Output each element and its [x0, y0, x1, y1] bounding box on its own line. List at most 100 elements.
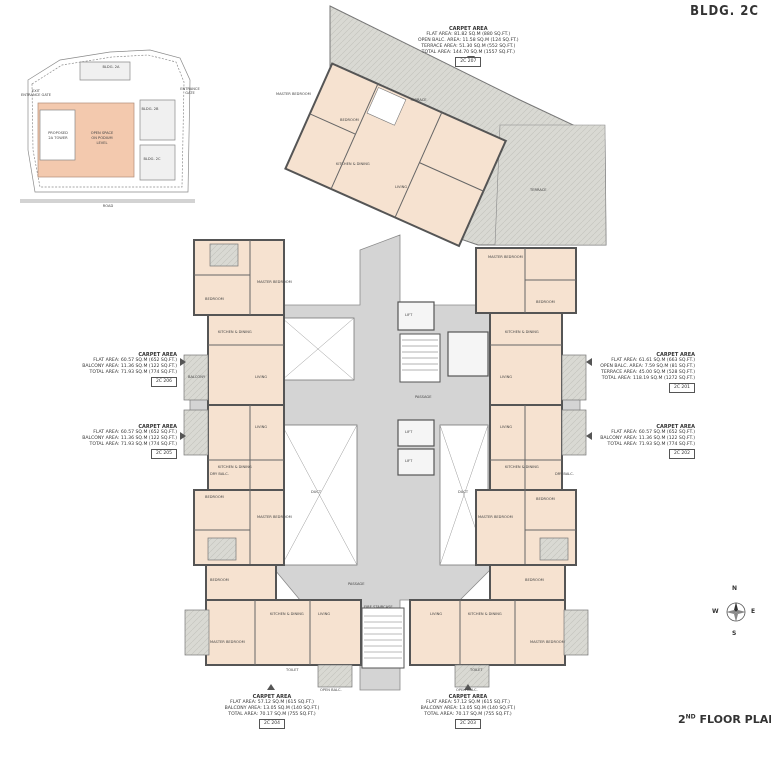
area-line: FLAT AREA: 61.61 SQ.M (663 SQ.FT.)	[611, 358, 695, 363]
area-line: OPEN BALC. AREA: 7.59 SQ.M (81 SQ.FT.)	[600, 364, 695, 369]
unit-id-tag: 2C 205	[150, 449, 177, 459]
key-label-open-space-3: LEVEL	[96, 141, 107, 145]
duct-label: DUCT	[311, 490, 322, 494]
room-label: MASTER BEDROOM	[478, 515, 513, 519]
passage-label: PASSAGE	[415, 395, 432, 399]
unit-id-tag: 2C 204	[258, 719, 286, 729]
room-label: TOILET	[286, 668, 299, 672]
area-header: CARPET AREA	[656, 424, 695, 430]
key-label-entrance-gate: ENTRANCE GATE	[21, 93, 52, 97]
flat-2c-206	[193, 239, 285, 406]
area-line: TOTAL AREA: 71.93 SQ.M (774 SQ.FT.)	[607, 442, 695, 447]
unit-id-tag: 2C 207	[455, 57, 482, 67]
floor-ordinal-suffix: ND	[685, 713, 696, 721]
room-label: BALCONY	[188, 375, 206, 379]
room-label: OPEN BALC.	[320, 688, 342, 692]
room-label: MASTER BEDROOM	[276, 92, 311, 96]
area-line: BALCONY AREA: 11.36 SQ.M (122 SQ.FT.)	[82, 364, 177, 369]
area-header: CARPET AREA	[656, 352, 695, 358]
floor-plan-text: FLOOR PLAN	[699, 713, 771, 726]
key-label-gate: GATE	[185, 91, 195, 95]
room-label: LIVING	[318, 612, 331, 616]
area-line: FLAT AREA: 57.12 SQ.M (615 SQ.FT.)	[426, 700, 510, 705]
area-header: CARPET AREA	[138, 352, 177, 358]
duct-label: DUCT	[458, 490, 469, 494]
flat-2c-204	[205, 564, 362, 666]
room-label: MASTER BEDROOM	[530, 640, 565, 644]
area-line: FLAT AREA: 60.57 SQ.M (652 SQ.FT.)	[93, 430, 177, 435]
room-label: TERRACE	[530, 188, 547, 192]
compass-n-label: N	[732, 585, 738, 592]
flat-2c-205	[193, 404, 285, 566]
room-label: LIVING	[255, 425, 268, 429]
room-label: MASTER BEDROOM	[257, 515, 292, 519]
room-label: OPEN BALC.	[456, 688, 478, 692]
area-header: CARPET AREA	[448, 26, 488, 32]
area-header: CARPET AREA	[448, 694, 488, 700]
key-plan	[20, 49, 195, 203]
room-label: TOILET	[470, 668, 483, 672]
area-line: TOTAL AREA: 71.93 SQ.M (774 SQ.FT.)	[89, 442, 177, 447]
right-balconies	[539, 354, 587, 561]
room-label: LIVING	[255, 375, 268, 379]
area-line: FLAT AREA: 57.12 SQ.M (615 SQ.FT.)	[230, 700, 314, 705]
room-label: KITCHEN & DINING	[270, 612, 304, 616]
compass	[726, 602, 746, 622]
room-label: DRY BALC.	[210, 472, 229, 476]
key-label-proposed-2: 2A TOWER	[48, 136, 68, 140]
floor-plan-title: 2ND FLOOR PLAN	[678, 713, 771, 726]
room-label: KITCHEN & DINING	[218, 330, 252, 334]
room-label: BEDROOM	[525, 578, 544, 582]
room-label: KITCHEN & DINING	[468, 612, 502, 616]
room-label: LIVING	[395, 185, 408, 189]
key-label-entrance: ENTRANCE	[180, 87, 200, 91]
room-label: MASTER BEDROOM	[257, 280, 292, 284]
lift-label: LIFT	[405, 430, 413, 434]
area-line: TOTAL AREA: 144.70 SQ.M (1557 SQ.FT.)	[421, 50, 515, 55]
flat-2c-201	[475, 247, 577, 406]
area-header: CARPET AREA	[138, 424, 177, 430]
compass-s-label: S	[732, 630, 737, 637]
area-header: CARPET AREA	[252, 694, 292, 700]
passage-label: PASSAGE	[348, 582, 365, 586]
room-label: DRY BALC.	[555, 472, 574, 476]
area-line: OPEN BALC. AREA: 11.58 SQ.M (124 SQ.FT.)	[418, 38, 519, 43]
room-label: LIVING	[500, 425, 513, 429]
room-label: BEDROOM	[536, 300, 555, 304]
flat-2c-207	[284, 62, 508, 248]
room-label: KITCHEN & DINING	[505, 465, 539, 469]
key-label-open-space-1: OPEN SPACE	[91, 131, 114, 135]
area-box-2c-205: CARPET AREA FLAT AREA: 60.57 SQ.M (652 S…	[79, 424, 177, 459]
area-line: TERRACE AREA: 51.30 SQ.M (552 SQ.FT.)	[421, 44, 516, 49]
area-line: BALCONY AREA: 13.05 SQ.M (140 SQ.FT.)	[224, 706, 320, 711]
room-label: KITCHEN & DINING	[336, 162, 370, 166]
flat-2c-203	[409, 564, 566, 666]
floor-ordinal: 2	[678, 713, 686, 726]
lift-label: LIFT	[405, 459, 413, 463]
fire-staircase-label: FIRE STAIRCASE	[364, 605, 393, 609]
compass-w-label: W	[712, 608, 719, 615]
key-plan-labels: BLDG. 2A BLDG. 2B BLDG. 2C PROPOSED 2A T…	[21, 65, 200, 208]
room-label: KITCHEN & DINING	[218, 465, 252, 469]
unit-id-tag: 2C 206	[150, 377, 177, 387]
unit-id-tag: 2C 201	[668, 383, 695, 393]
area-box-2c-201: CARPET AREA FLAT AREA: 61.61 SQ.M (663 S…	[597, 352, 695, 393]
building-label: BLDG. 2C	[690, 4, 759, 19]
room-label: TERRACE	[410, 98, 427, 102]
area-line: TOTAL AREA: 71.93 SQ.M (774 SQ.FT.)	[89, 370, 177, 375]
area-box-2c-202: CARPET AREA FLAT AREA: 60.57 SQ.M (652 S…	[597, 424, 695, 459]
area-line: TOTAL AREA: 70.17 SQ.M (755 SQ.FT.)	[424, 712, 512, 717]
area-box-2c-207: CARPET AREA FLAT AREA: 81.82 SQ.M (880 S…	[418, 26, 519, 67]
area-line: BALCONY AREA: 11.36 SQ.M (122 SQ.FT.)	[82, 436, 177, 441]
key-label-exit: EXIT	[32, 89, 41, 93]
area-box-2c-206: CARPET AREA FLAT AREA: 60.57 SQ.M (652 S…	[79, 352, 177, 387]
room-label: BEDROOM	[536, 497, 555, 501]
area-box-2c-203: CARPET AREA FLAT AREA: 57.12 SQ.M (615 S…	[418, 694, 518, 729]
area-line: TOTAL AREA: 70.17 SQ.M (755 SQ.FT.)	[228, 712, 316, 717]
unit-id-tag: 2C 203	[454, 719, 482, 729]
room-label: BEDROOM	[205, 297, 224, 301]
compass-e-label: E	[751, 608, 756, 615]
area-line: TOTAL AREA: 118.19 SQ.M (1272 SQ.FT.)	[601, 376, 695, 381]
room-label: BEDROOM	[205, 495, 224, 499]
room-label: MASTER BEDROOM	[210, 640, 245, 644]
